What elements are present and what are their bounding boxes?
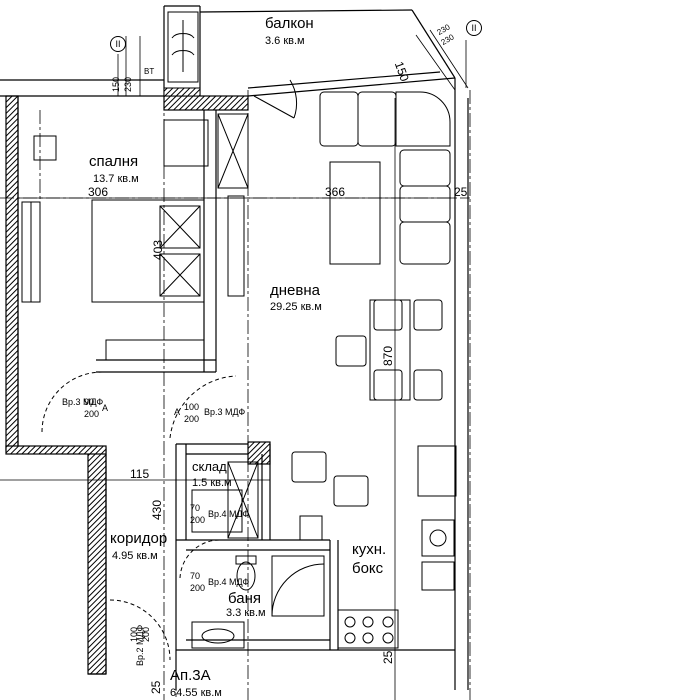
dim-bed-length: 403 [151,239,165,260]
bedroom-area: 13.7 кв.м [93,173,139,185]
balcony-name: балкон [265,15,314,32]
door-bedroom-height: 200 [84,409,100,419]
apartment-name: Ап.3А [170,667,211,684]
kitchen-furniture [291,445,457,649]
door-living-width: 100 [184,402,200,412]
dim-corridor-length: 430 [150,499,164,520]
corridor-name: коридор [110,530,168,547]
door-storage-width: 70 [190,503,201,513]
dim-storage-width: 115 [130,467,150,481]
dim-living-width: 366 [325,185,346,199]
bedroom-furniture [21,113,249,361]
dim-side-25: 25 [454,185,468,199]
door-living-type: Вр.3 МДФ [204,407,246,417]
living-area: 29.25 кв.м [270,301,322,313]
dim-living-length: 870 [381,345,395,366]
living-furniture [319,91,451,401]
balcony-area: 3.6 кв.м [265,35,305,47]
axis-marker-left: II [110,36,126,52]
bathroom-area: 3.3 кв.м [226,607,266,619]
dim-bottom-25: 25 [149,680,163,694]
door-living-height: 200 [184,414,200,424]
living-door [169,375,237,439]
door-entrance-type: Вр.2 МДФ [135,624,145,666]
balcony-planter [163,11,201,97]
bathroom-fixtures [191,461,325,649]
living-name: дневна [270,282,320,299]
door-living-mark: A [174,407,181,417]
corridor-area: 4.95 кв.м [112,550,158,562]
door-storage-type: Вр.4 МДФ [208,509,250,519]
dim-balcony-top-b: 230 [123,76,133,92]
bathroom-name: баня [228,590,261,607]
entrance-door [109,539,223,661]
axis-marker-lines [117,40,467,96]
door-bathroom-type: Вр.4 МДФ [208,577,250,587]
door-bedroom-type: Вр.3 МДФ [62,397,104,407]
bedroom-name: спалня [89,153,139,170]
dimension-lines [0,29,469,700]
wall-lines [0,5,469,690]
door-bathroom-height: 200 [190,583,206,593]
door-storage-height: 200 [190,515,206,525]
kitchen-name-line1: кухн. [352,541,387,558]
door-bathroom-width: 70 [190,571,201,581]
dim-bottom-right-25: 25 [381,650,395,664]
apartment-area: 64.55 кв.м [170,687,222,699]
dim-balcony-top-a: 150 [111,76,121,92]
bt-label: BT [144,67,155,76]
dim-bedroom-width: 306 [88,185,109,199]
balcony-door [253,79,298,119]
door-bedroom-mark: A [102,403,109,413]
door-bedroom-width: 90 [84,397,95,407]
storage-name: склад [192,459,227,474]
storage-area: 1.5 кв.м [192,477,232,489]
kitchen-name-line2: бокс [352,560,384,577]
axis-marker-right: II [466,20,482,36]
